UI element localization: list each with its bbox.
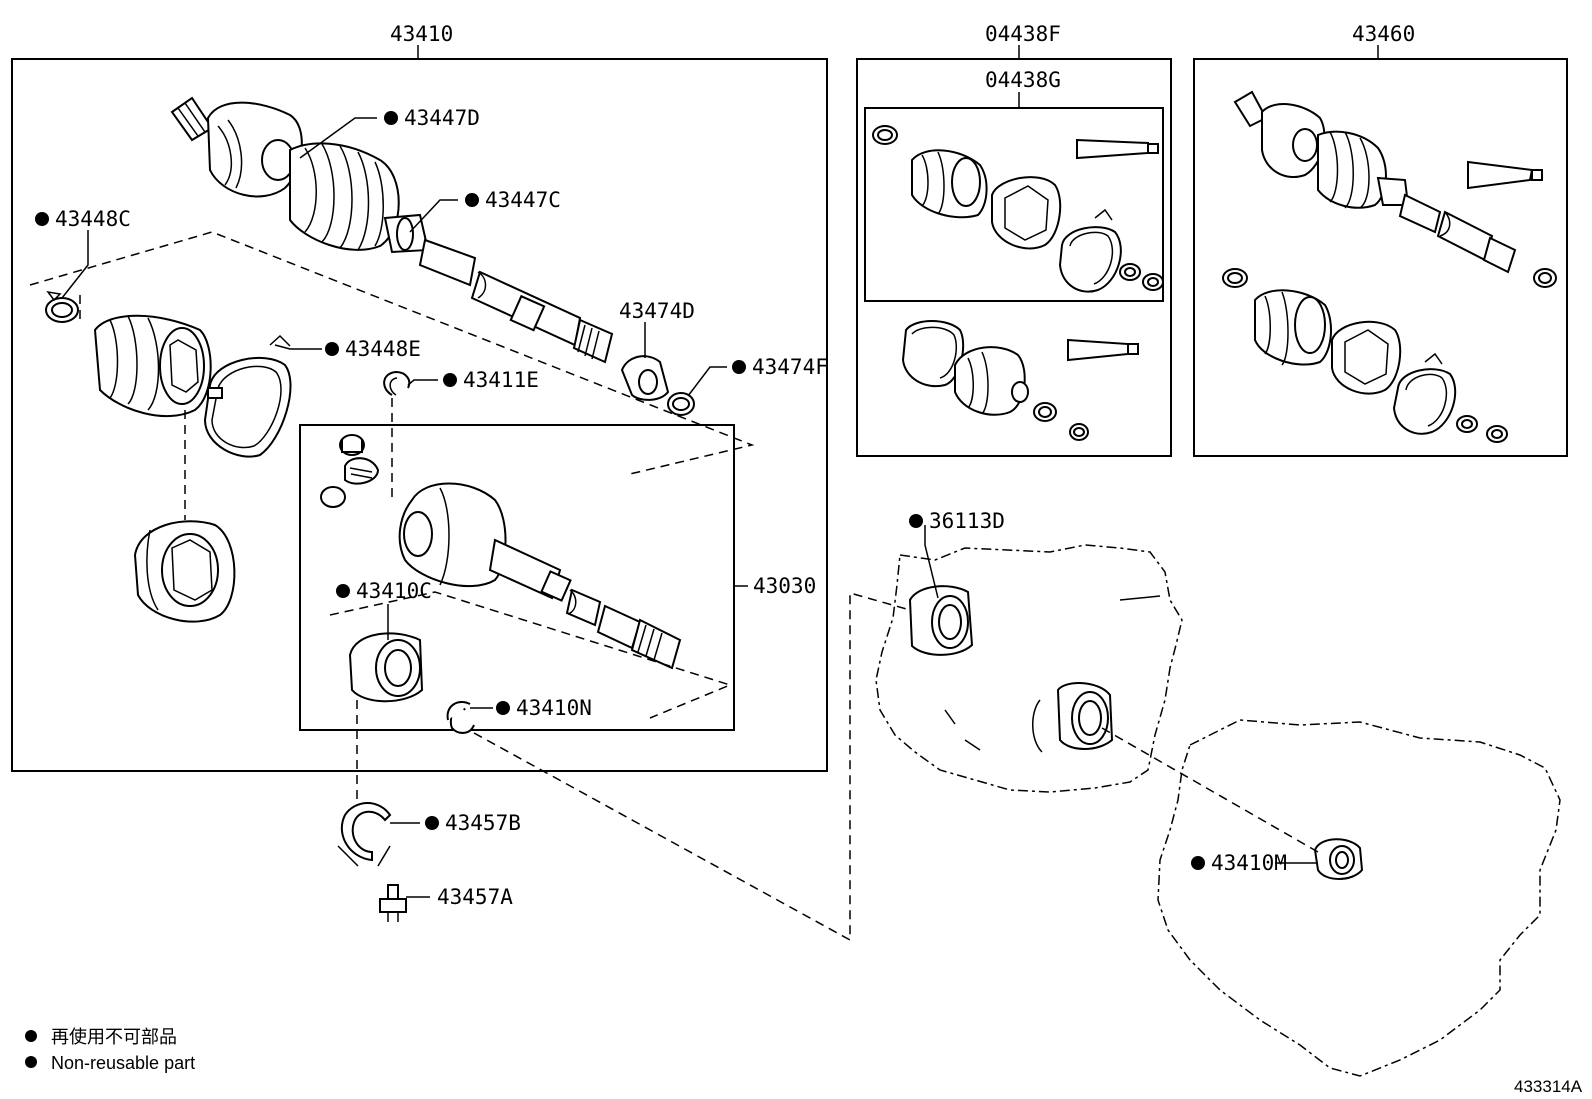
label-36113D: 36113D (929, 509, 1005, 533)
label-43474D: 43474D (619, 299, 695, 323)
frame-43410 (11, 58, 828, 772)
dashed-relationship-lines (29, 231, 1319, 942)
diagram-code: 433314A (1514, 1077, 1583, 1096)
label-43447C: 43447C (485, 188, 561, 212)
label-43460: 43460 (1352, 22, 1415, 46)
label-43448C: 43448C (55, 207, 131, 231)
label-43410C: 43410C (356, 579, 432, 603)
snap-ring-illustration (383, 370, 411, 396)
retainer-and-bolt-illustration (337, 802, 407, 922)
label-43411E: 43411E (463, 368, 539, 392)
label-43448E: 43448E (345, 337, 421, 361)
frame-04438F (856, 58, 1172, 457)
legend-en: Non-reusable part (51, 1053, 195, 1073)
drive-shaft-assembly-illustration (170, 96, 614, 364)
drive-shaft-43460-illustration (1222, 90, 1557, 443)
frame-43030 (299, 424, 735, 731)
dynamic-damper-illustration (620, 355, 670, 401)
legend-jp: 再使用不可部品 (51, 1027, 177, 1047)
bearing-snap-ring-illustration (446, 701, 475, 734)
frame-43460 (1193, 58, 1568, 457)
shaft-bearing-illustration (348, 632, 424, 703)
label-04438G: 04438G (985, 68, 1061, 92)
part-leader-lines (61, 117, 1318, 898)
label-43457A: 43457A (437, 885, 513, 909)
label-43410M: 43410M (1211, 851, 1287, 875)
frame-04438G (864, 107, 1164, 302)
label-43030: 43030 (753, 574, 816, 598)
label-43447D: 43447D (404, 106, 480, 130)
part-labels: 43447D 43447C 43448C 43448E 43411E 43474… (35, 106, 1287, 909)
label-43474F: 43474F (752, 355, 828, 379)
inboard-boot-kit-illustration (45, 290, 292, 623)
label-43410: 43410 (390, 22, 453, 46)
legend-dot-jp (25, 1030, 37, 1042)
label-04438F: 04438F (985, 22, 1061, 46)
legend-dot-en (25, 1056, 37, 1068)
engine-outline (1157, 719, 1561, 1077)
inboard-joint-illustration (320, 434, 682, 670)
legend: 再使用不可部品 Non-reusable part (25, 1027, 195, 1073)
label-43410N: 43410N (516, 696, 592, 720)
transaxle-case-outline (875, 544, 1183, 793)
label-43457B: 43457B (445, 811, 521, 835)
boot-kit-04438-illustration (872, 125, 1164, 441)
damper-clamp-illustration (667, 392, 695, 416)
